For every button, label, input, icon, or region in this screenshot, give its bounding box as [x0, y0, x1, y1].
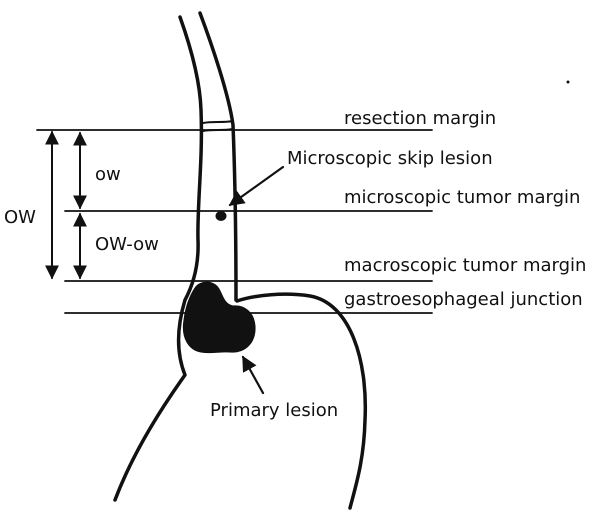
label-gastroesophageal-junction: gastroesophageal junction: [344, 289, 583, 310]
label-macroscopic-tumor-margin: macroscopic tumor margin: [344, 255, 586, 276]
label-OW: OW: [4, 207, 36, 228]
primary-lesion-arrow: [243, 357, 263, 393]
label-microscopic-tumor-margin: microscopic tumor margin: [344, 187, 580, 208]
label-microscopic-skip-lesion: Microscopic skip lesion: [287, 148, 493, 169]
skip-lesion-arrow: [230, 167, 283, 205]
speck: [567, 81, 570, 84]
label-primary-lesion: Primary lesion: [210, 400, 338, 421]
resection-cut-mark-upper: [203, 121, 233, 123]
label-resection-margin: resection margin: [344, 108, 496, 129]
label-ow: ow: [95, 164, 121, 185]
esophagus-right-wall: [200, 13, 236, 300]
label-OW-minus-ow: OW-ow: [95, 234, 159, 255]
esophagus-left-wall: [115, 17, 201, 500]
primary-lesion-shape: [183, 282, 255, 353]
skip-lesion-dot: [216, 211, 227, 221]
